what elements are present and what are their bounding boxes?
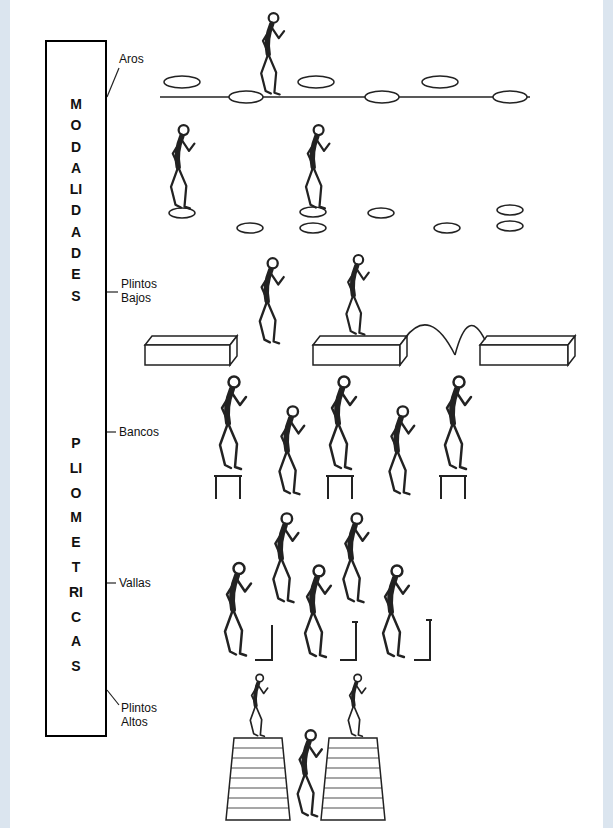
benches (214, 476, 467, 499)
leader-lines (107, 68, 119, 705)
vertical-text-wrap: PLIOMETRICAS (47, 431, 105, 679)
aros-row (160, 76, 530, 103)
modality-label: Plintos Bajos (120, 277, 174, 305)
modality-label: Aros (118, 52, 145, 66)
vertical-text-wrap: MODALIDADES (47, 94, 105, 307)
modality-label: Plintos Altos (120, 701, 174, 729)
vertical-title: PLIOMETRICAS (69, 431, 83, 679)
modality-label: Bancos (118, 425, 160, 439)
modalities-box: MODALIDADES PLIOMETRICAS (45, 40, 107, 737)
aros-row-2 (169, 205, 523, 233)
vertical-title: MODALIDADES (69, 94, 83, 307)
hurdles (255, 620, 432, 660)
modality-label: Vallas (118, 576, 152, 590)
